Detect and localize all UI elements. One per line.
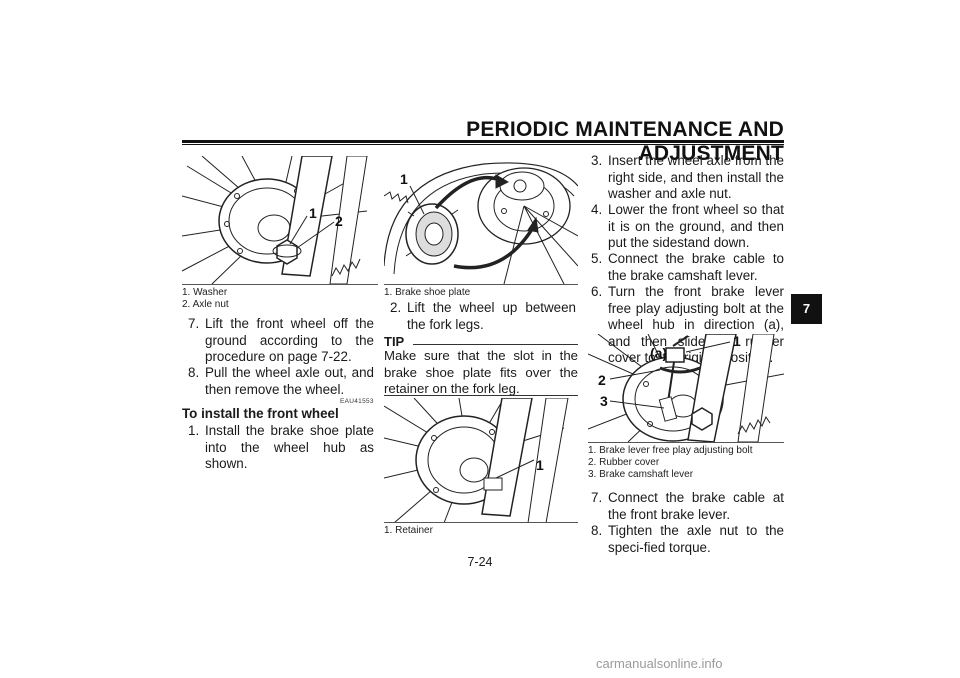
callout-2: 2	[598, 372, 606, 388]
figure-caption-list: 1. Brake lever free play adjusting bolt …	[588, 445, 753, 481]
callout-1: 1	[309, 205, 317, 221]
section-code: EAU41553	[340, 398, 374, 405]
caption-rule	[384, 522, 578, 523]
caption-camshaft-lever: 3. Brake camshaft lever	[588, 469, 694, 480]
figure-caption-list: 1. Brake shoe plate	[384, 287, 470, 299]
figure-washer-axle-nut: 1 2	[182, 156, 378, 284]
tip-top-rule	[413, 344, 578, 345]
step-2-lift-wheel: 2. Lift the wheel up between the fork le…	[390, 300, 576, 332]
tip-label: TIP	[384, 334, 405, 349]
figure-retainer: 1	[384, 398, 578, 523]
page-number: 7-24	[467, 555, 493, 569]
callout-a: (a)	[650, 345, 667, 361]
install-heading: To install the front wheel	[182, 406, 339, 421]
figure-adjusting-bolt: (a) 1 2 3	[588, 334, 784, 442]
caption-rule	[588, 442, 784, 443]
caption-rubber-cover: 2. Rubber cover	[588, 457, 660, 468]
callout-1: 1	[536, 457, 544, 473]
caption-washer: 1. Washer	[182, 287, 228, 298]
step-8-tighten-nut: 8. Tighten the axle nut to the speci-fie…	[591, 523, 784, 555]
step-8-pull-axle: 8. Pull the wheel axle out, and then rem…	[188, 365, 374, 397]
step-1-install-shoe-plate: 1. Install the brake shoe plate into the…	[188, 423, 374, 471]
step-6-turn-bolt: 6. Turn the front brake lever free play …	[591, 284, 784, 365]
header-rule	[182, 140, 784, 143]
tip-text: Make sure that the slot in the brake sho…	[384, 348, 578, 396]
figure-caption-list: 1. Retainer	[384, 525, 433, 537]
callout-1: 1	[733, 334, 741, 349]
caption-retainer: 1. Retainer	[384, 525, 433, 536]
header-rule-thin	[182, 144, 784, 145]
step-7-lift-wheel: 7. Lift the front wheel off the ground a…	[188, 316, 374, 364]
step-5-connect-cable: 5. Connect the brake cable to the brake …	[591, 251, 784, 283]
step-4-lower-wheel: 4. Lower the front wheel so that it is o…	[591, 202, 784, 250]
figure-caption-list: 1. Washer 2. Axle nut	[182, 287, 229, 311]
callout-3: 3	[600, 393, 608, 409]
caption-brake-shoe-plate: 1. Brake shoe plate	[384, 287, 471, 298]
caption-axle-nut: 2. Axle nut	[182, 299, 229, 310]
watermark: carmanualsonline.info	[596, 656, 723, 671]
step-7-connect-cable-lever: 7. Connect the brake cable at the front …	[591, 490, 784, 522]
figure-brake-shoe-plate: 1	[384, 156, 578, 284]
caption-rule	[384, 284, 578, 285]
caption-adjusting-bolt: 1. Brake lever free play adjusting bolt	[588, 445, 753, 456]
step-3-insert-axle: 3. Insert the wheel axle from the right …	[591, 153, 784, 201]
caption-rule	[182, 284, 378, 285]
section-tab: 7	[791, 294, 822, 324]
callout-2: 2	[335, 213, 343, 229]
page-title: PERIODIC MAINTENANCE AND ADJUSTMENT	[466, 118, 784, 165]
tip-bottom-rule	[384, 395, 578, 396]
callout-1: 1	[400, 171, 408, 187]
